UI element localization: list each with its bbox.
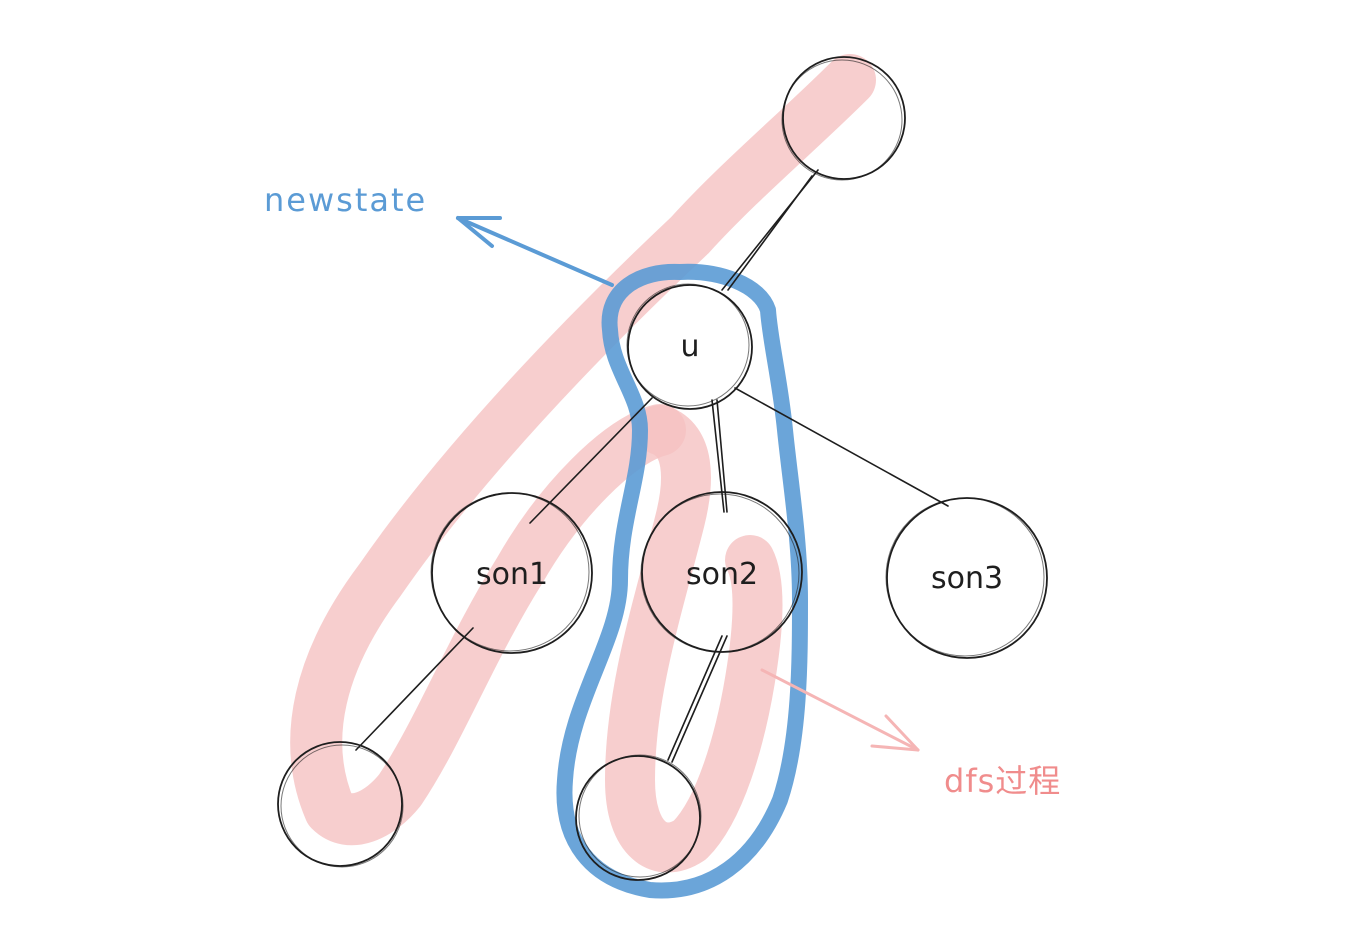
node-son3 xyxy=(885,497,1048,659)
dfs-highlight xyxy=(290,54,876,873)
edge-u-son3 xyxy=(734,387,949,507)
newstate-label: newstate xyxy=(264,181,427,219)
edge-u-son2-sketch xyxy=(716,399,728,513)
node-leaf2 xyxy=(575,754,702,881)
edge-son2-leaf2 xyxy=(667,635,723,761)
node-son2-label: son2 xyxy=(686,557,758,592)
node-u-label: u xyxy=(680,329,699,364)
tree-edges xyxy=(355,169,949,763)
node-leaf1 xyxy=(277,741,404,868)
dfs-arrow xyxy=(760,668,920,752)
node-son3-label: son3 xyxy=(931,561,1003,596)
node-son1 xyxy=(430,492,593,654)
node-u xyxy=(626,283,753,410)
edge-u-son2 xyxy=(711,399,725,513)
newstate-arrow xyxy=(456,216,614,287)
node-son2 xyxy=(640,491,803,653)
newstate-outline xyxy=(556,263,808,899)
edge-son1-leaf1 xyxy=(355,627,474,751)
node-root xyxy=(781,56,906,181)
edge-son2-leaf2-sketch xyxy=(671,635,728,763)
dfs-label: dfs过程 xyxy=(944,762,1061,800)
edge-root-u-sketch xyxy=(727,175,813,291)
node-son1-label: son1 xyxy=(476,557,548,592)
tree-nodes xyxy=(277,56,1048,881)
